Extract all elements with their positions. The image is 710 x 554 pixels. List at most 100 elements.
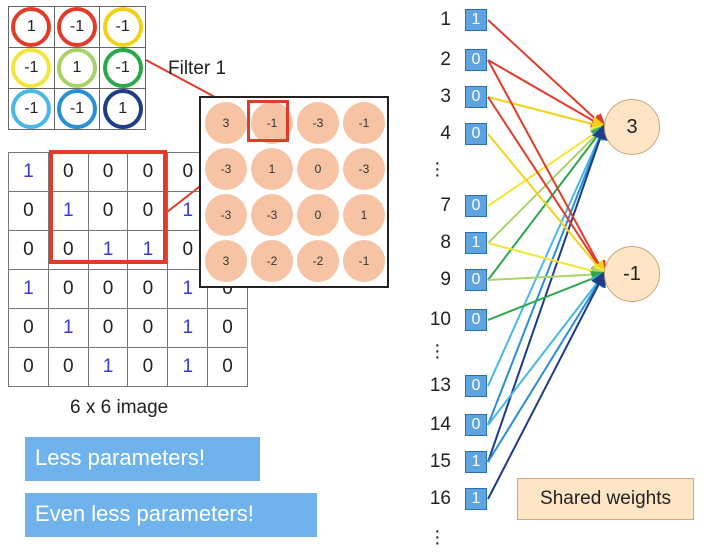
- input-index-label: 8: [440, 232, 451, 253]
- image-pixel: 0: [127, 191, 169, 231]
- feature-map-value: -1: [343, 102, 385, 144]
- even-less-parameters-note: Even less parameters!: [25, 493, 317, 537]
- input-index-label: 2: [440, 49, 451, 70]
- image-caption: 6 x 6 image: [70, 397, 169, 418]
- image-pixel: 0: [87, 191, 129, 231]
- image-pixel: 0: [47, 152, 89, 192]
- image-pixel: 0: [8, 347, 49, 387]
- filter-value: 1: [102, 89, 143, 129]
- image-pixel: 1: [8, 269, 49, 309]
- image-pixel: 0: [127, 347, 169, 387]
- input-value-box: 0: [465, 49, 487, 71]
- image-pixel: 0: [47, 347, 89, 387]
- filter-value: 1: [56, 48, 97, 88]
- weight-line-to-neuron-2: [487, 96, 607, 278]
- weight-line-to-neuron-2: [487, 270, 607, 426]
- feature-map-value: 1: [251, 148, 293, 190]
- feature-map-value: -3: [205, 148, 247, 190]
- filter-cell: 1: [53, 47, 101, 89]
- filter-cell: -1: [8, 88, 55, 130]
- filter-value: -1: [102, 48, 143, 88]
- shared-weights-label: Shared weights: [517, 478, 694, 520]
- feature-map-value: -2: [251, 240, 293, 282]
- feature-map-value: -3: [205, 194, 247, 236]
- feature-map-value: 3: [205, 102, 247, 144]
- input-value-box: 1: [465, 488, 487, 510]
- input-value-box: 0: [465, 309, 487, 331]
- image-pixel: 0: [207, 347, 248, 387]
- image-pixel: 0: [127, 152, 169, 192]
- input-index-label: 3: [440, 86, 451, 107]
- ellipsis-dots: ···: [434, 334, 441, 368]
- image-pixel: 0: [127, 308, 169, 348]
- filter-value: -1: [56, 89, 97, 129]
- image-pixel: 1: [87, 347, 129, 387]
- image-pixel: 0: [8, 308, 49, 348]
- filter-cell: 1: [99, 88, 146, 130]
- image-pixel: 0: [127, 269, 169, 309]
- input-index-label: 4: [440, 123, 451, 144]
- image-pixel: 1: [47, 308, 89, 348]
- filter-value: -1: [11, 48, 52, 88]
- weight-line-to-neuron-1: [487, 19, 607, 130]
- feature-map-value: -3: [251, 194, 293, 236]
- filter-value: -1: [11, 89, 52, 129]
- input-value-box: 0: [465, 195, 487, 217]
- filter-cell: -1: [53, 88, 101, 130]
- weight-line-to-neuron-2: [487, 59, 606, 278]
- weight-line-to-neuron-1: [487, 96, 608, 132]
- weight-line-to-neuron-1: [487, 123, 607, 387]
- input-index-label: 7: [440, 195, 451, 216]
- ellipsis-dots: ···: [434, 152, 441, 186]
- weight-line-to-neuron-2: [487, 270, 606, 500]
- image-pixel: 1: [167, 308, 209, 348]
- input-value-box: 1: [465, 232, 487, 254]
- feature-map-selected-cell: [247, 100, 289, 142]
- feature-map-value: 1: [343, 194, 385, 236]
- input-value-box: 1: [465, 451, 487, 473]
- less-parameters-note: Less parameters!: [25, 437, 260, 481]
- ellipsis-dots: ···: [434, 520, 441, 554]
- filter-cell: -1: [99, 47, 146, 89]
- input-index-label: 9: [440, 269, 451, 290]
- filter-cell: -1: [99, 6, 146, 48]
- receptive-field-box: [49, 150, 167, 264]
- feature-map-value: 0: [297, 194, 339, 236]
- output-neuron-2: -1: [604, 246, 660, 302]
- filter-cell: -1: [8, 47, 55, 89]
- image-pixel: 1: [8, 152, 49, 192]
- filter-label: Filter 1: [168, 58, 227, 79]
- input-value-box: 1: [465, 9, 487, 31]
- image-pixel: 0: [207, 308, 248, 348]
- output-neuron-1: 3: [604, 99, 660, 155]
- input-value-box: 0: [465, 86, 487, 108]
- weight-line-to-neuron-2: [487, 242, 608, 279]
- feature-map-value: 0: [297, 148, 339, 190]
- input-index-label: 1: [440, 9, 451, 30]
- input-value-box: 0: [465, 375, 487, 397]
- input-index-label: 10: [429, 309, 451, 330]
- image-pixel: 0: [8, 230, 49, 270]
- filter-value: -1: [56, 7, 97, 47]
- input-index-label: 14: [429, 414, 451, 435]
- weight-line-to-neuron-2: [487, 270, 608, 321]
- image-pixel: 0: [87, 308, 129, 348]
- feature-map-value: -1: [343, 240, 385, 282]
- feature-map-value: 3: [205, 240, 247, 282]
- feature-map-value: -3: [297, 102, 339, 144]
- input-value-box: 0: [465, 414, 487, 436]
- input-index-label: 13: [429, 375, 451, 396]
- image-pixel: 0: [87, 269, 129, 309]
- filter-value: 1: [11, 7, 52, 47]
- feature-map-value: -2: [297, 240, 339, 282]
- weight-line-to-neuron-1: [487, 59, 608, 130]
- input-index-label: 15: [429, 451, 451, 472]
- image-pixel: 1: [167, 347, 209, 387]
- weight-line-to-neuron-2: [487, 133, 607, 278]
- weight-line-to-neuron-2: [487, 270, 607, 463]
- weight-line-to-neuron-2: [487, 266, 608, 283]
- feature-map-value: -3: [343, 148, 385, 190]
